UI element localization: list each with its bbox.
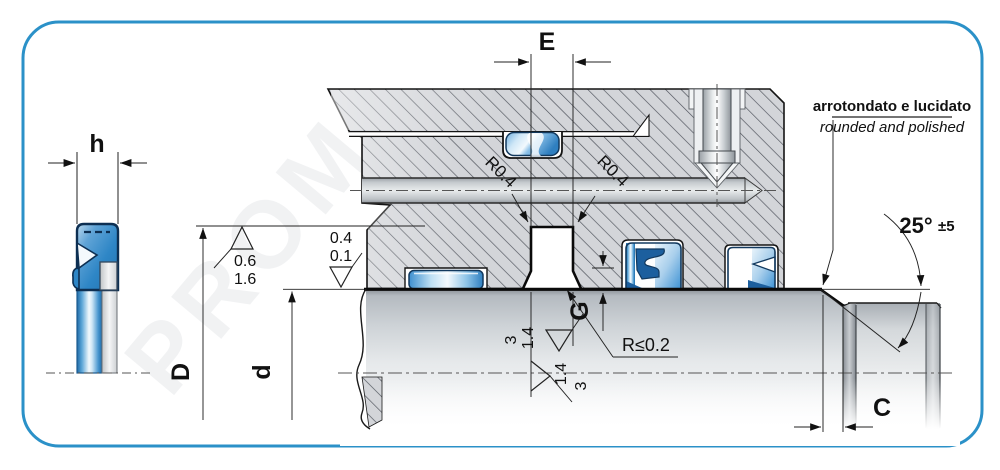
annotation-lines xyxy=(196,54,952,432)
main-section-view: E D d G C 25° ±5 R0.4 R0.4 R≤0.2 arroton… xyxy=(167,28,971,446)
u-cup-heel xyxy=(626,281,642,288)
finish-wall-b-value-1: 1.4 xyxy=(553,363,570,385)
corner-chamfer-notch xyxy=(631,113,650,137)
seal-inner-sleeve-gray xyxy=(101,289,118,374)
dimension-h xyxy=(48,152,147,224)
head-gland-split xyxy=(349,113,650,137)
dim-C-label: C xyxy=(873,394,891,422)
wiper-seal-groove xyxy=(724,244,779,289)
angle-tolerance: ±5 xyxy=(938,218,955,235)
u-cup-seal-groove xyxy=(621,239,684,289)
note-italian: arrotondato e lucidato xyxy=(813,98,971,115)
seal-groove-empty xyxy=(521,225,583,290)
angle-label: 25° xyxy=(899,213,932,238)
dim-D-label: D xyxy=(167,363,195,381)
cross-bore xyxy=(350,177,776,204)
finish-rod-value-2: 0.1 xyxy=(330,248,352,265)
seal-cross-section-figure: h xyxy=(46,130,153,374)
backup-ring xyxy=(99,261,118,291)
finish-wall-b-value-2: 3 xyxy=(573,381,590,390)
flat-seal-recess xyxy=(404,267,488,290)
piston-rod xyxy=(338,287,960,446)
o-ring-groove xyxy=(502,131,563,159)
roughness-symbol-rod xyxy=(328,266,354,289)
roughness-symbol-wall-a xyxy=(544,329,574,353)
seal-inner-sleeve-blue xyxy=(76,289,103,374)
dim-h-label: h xyxy=(89,130,104,158)
highlight xyxy=(331,90,496,130)
note-english: rounded and polished xyxy=(820,119,965,136)
wiper-lip xyxy=(748,280,775,288)
finish-rod-value-1: 0.4 xyxy=(330,230,352,247)
seal-lip-notch xyxy=(76,241,99,270)
grease-fitting xyxy=(688,84,746,207)
dim-E-label: E xyxy=(539,28,556,56)
finish-groove-value-2: 1.6 xyxy=(234,271,256,288)
dim-d-label: d xyxy=(248,364,276,379)
finish-wall-a-value-1: 3 xyxy=(503,335,520,344)
dim-G-label: G xyxy=(566,301,594,320)
radius-edge-label: R≤0.2 xyxy=(622,335,670,355)
rod-break-hatch xyxy=(361,376,383,428)
seal-lip-tip xyxy=(72,267,80,290)
finish-groove-value-1: 0.6 xyxy=(234,253,256,270)
finish-wall-a-value-2: 1.4 xyxy=(520,327,537,349)
roughness-symbol-groove xyxy=(230,225,254,250)
rod-break-line xyxy=(356,288,371,430)
u-cup-lip-profile xyxy=(635,248,665,280)
